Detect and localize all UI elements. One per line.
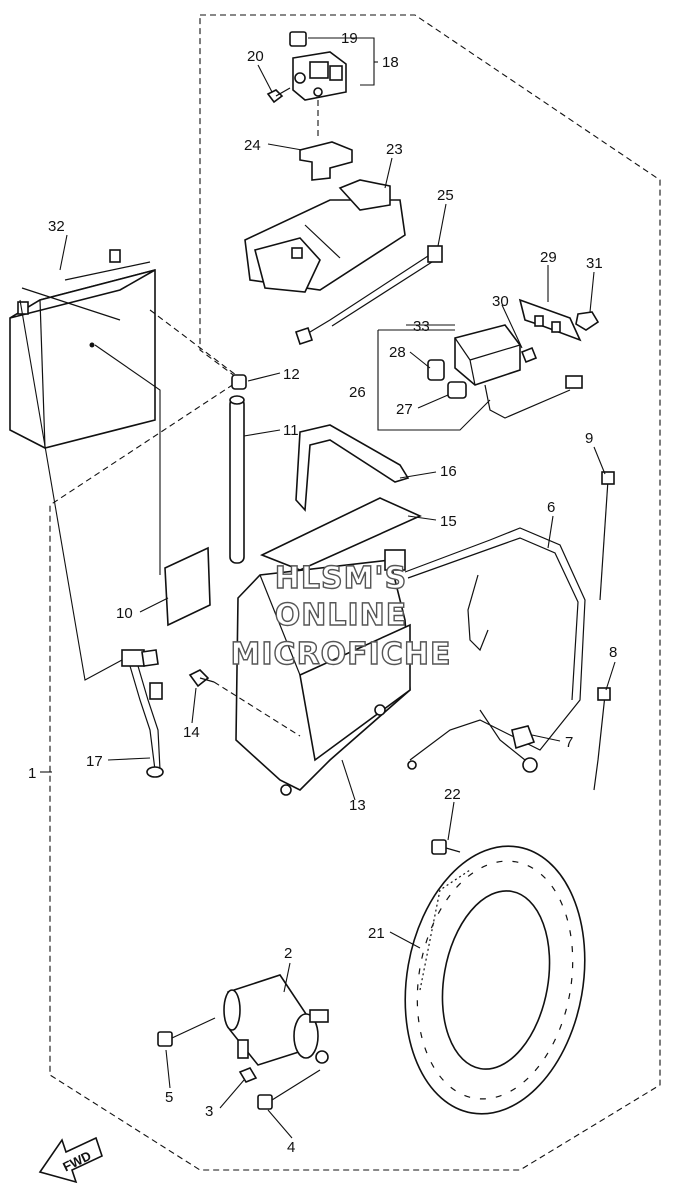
callout-2: 2	[284, 945, 292, 962]
bolt-5	[157, 1017, 216, 1047]
clip-28	[427, 359, 445, 381]
starter-motor-2	[223, 974, 329, 1066]
callout-22: 22	[444, 786, 461, 803]
watermark-line-2: ONLINE	[275, 598, 408, 633]
bolt-14	[188, 669, 215, 688]
assembly-boundary	[49, 14, 661, 1171]
strap-16	[295, 424, 410, 512]
callout-24: 24	[244, 137, 261, 154]
callout-23: 23	[386, 141, 403, 158]
callout-26: 26	[349, 384, 366, 401]
plate-29	[518, 298, 582, 342]
leader-lines	[40, 37, 616, 1139]
clip-27	[447, 381, 467, 399]
callout-5: 5	[165, 1089, 173, 1106]
callout-9: 9	[585, 430, 593, 447]
callout-25: 25	[437, 187, 454, 204]
nut-3	[238, 1067, 258, 1083]
clamp-7	[511, 725, 536, 750]
band-11	[229, 395, 245, 564]
callout-14: 14	[183, 724, 200, 741]
watermark-line-3: MICROFICHE	[231, 637, 452, 672]
watermark: HLSM'S ONLINE MICROFICHE	[230, 560, 452, 672]
callout-10: 10	[116, 605, 133, 622]
nut-31	[575, 311, 600, 331]
callout-33: 33	[413, 318, 430, 335]
callout-1: 1	[28, 765, 36, 782]
watermark-line-1: HLSM'S	[275, 561, 407, 596]
tie-8	[593, 694, 606, 791]
callout-8: 8	[609, 644, 617, 661]
callout-15: 15	[440, 513, 457, 530]
relay-cover-23	[244, 179, 406, 293]
callout-12: 12	[283, 366, 300, 383]
callouts: 1 2 3 4 5 6 7 8 9 10 11 12 13 14 15 16 1…	[28, 30, 617, 1156]
callout-6: 6	[547, 499, 555, 516]
callout-30: 30	[492, 293, 509, 310]
bracket-24	[299, 141, 353, 181]
battery	[9, 249, 156, 449]
callout-11: 11	[283, 422, 299, 439]
bolt-4	[257, 1069, 321, 1110]
callout-7: 7	[565, 734, 573, 751]
screw-20	[266, 87, 291, 104]
callout-4: 4	[287, 1139, 295, 1156]
callout-20: 20	[247, 48, 264, 65]
sheet-15	[260, 497, 422, 571]
callout-31: 31	[586, 255, 603, 272]
harness-6	[404, 527, 586, 773]
bolt-22	[431, 839, 461, 855]
lead-wire-25	[294, 245, 443, 346]
callout-32: 32	[48, 218, 65, 235]
label-10	[164, 546, 211, 627]
fuse-box	[289, 31, 347, 101]
callout-17: 17	[86, 753, 103, 770]
callout-13: 13	[349, 797, 366, 814]
callout-27: 27	[396, 401, 413, 418]
cap-12	[231, 374, 247, 390]
callout-16: 16	[440, 463, 457, 480]
screw-30	[520, 346, 538, 364]
lead-17	[121, 649, 164, 778]
tie-9	[599, 479, 609, 601]
callout-3: 3	[205, 1103, 213, 1120]
disc-21	[404, 845, 586, 1115]
battery-box-13	[235, 549, 411, 796]
callout-21: 21	[368, 925, 385, 942]
callout-19: 19	[341, 30, 358, 47]
fwd-arrow: FWD	[38, 1136, 103, 1184]
callout-29: 29	[540, 249, 557, 266]
relay-26	[454, 324, 583, 419]
callout-28: 28	[389, 344, 406, 361]
callout-18: 18	[382, 54, 399, 71]
